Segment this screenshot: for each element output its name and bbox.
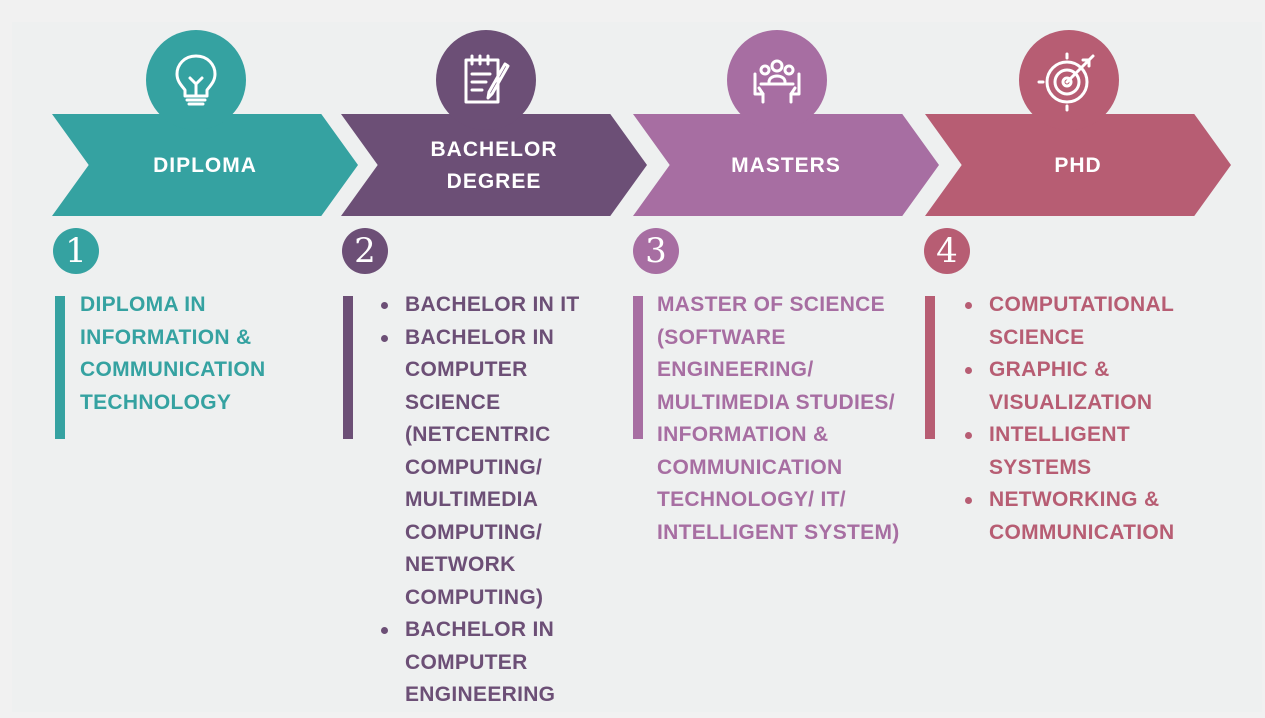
stage-description: MASTER OF SCIENCE (SOFTWARE ENGINEERING/… xyxy=(657,293,900,544)
stage-title: MASTERS xyxy=(731,154,841,177)
list-item: BACHELOR IN COMPUTER SCIENCE (NETCENTRIC… xyxy=(378,322,608,615)
list-item: COMPUTATIONAL SCIENCE xyxy=(962,289,1232,354)
accent-bar xyxy=(633,296,643,439)
stage-number: 2 xyxy=(342,228,388,274)
stage-title: DIPLOMA xyxy=(153,154,257,177)
stage-arrow-masters: MASTERS xyxy=(633,114,939,216)
stage-arrow-phd: PHD xyxy=(925,114,1231,216)
stage-list: BACHELOR IN IT BACHELOR IN COMPUTER SCIE… xyxy=(378,289,608,712)
list-item: GRAPHIC & VISUALIZATION xyxy=(962,354,1232,419)
list-item: BACHELOR IN IT xyxy=(378,289,608,322)
accent-bar xyxy=(925,296,935,439)
notepad-pencil-icon xyxy=(436,30,536,130)
list-item: INTELLIGENT SYSTEMS xyxy=(962,419,1232,484)
meeting-icon xyxy=(727,30,827,130)
lightbulb-icon xyxy=(146,30,246,130)
stage-number: 4 xyxy=(924,228,970,274)
stage-arrow-diploma: DIPLOMA xyxy=(52,114,358,216)
list-item: NETWORKING & COMMUNICATION xyxy=(962,484,1232,549)
stage-number: 1 xyxy=(53,228,99,274)
stage-title: PHD xyxy=(1054,154,1102,177)
stage-description: DIPLOMA IN INFORMATION & COMMUNICATION T… xyxy=(80,293,266,414)
list-item: BACHELOR IN COMPUTER ENGINEERING xyxy=(378,614,608,712)
accent-bar xyxy=(55,296,65,439)
accent-bar xyxy=(343,296,353,439)
stage-list: COMPUTATIONAL SCIENCE GRAPHIC & VISUALIZ… xyxy=(962,289,1232,549)
stage-arrow-bachelor: BACHELOR DEGREE xyxy=(341,114,647,216)
target-icon xyxy=(1019,30,1119,130)
stage-title: BACHELOR DEGREE xyxy=(430,138,558,193)
stage-number: 3 xyxy=(633,228,679,274)
